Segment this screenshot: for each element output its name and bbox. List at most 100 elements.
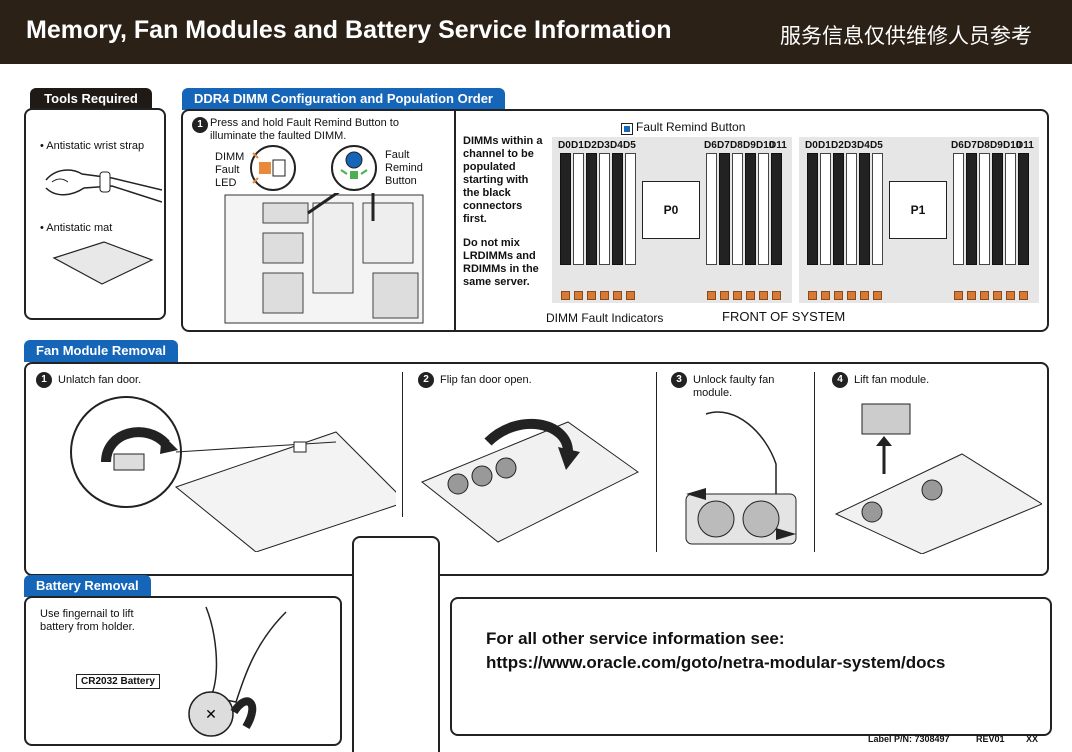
fan-panel: 1 Unlatch fan door. 2 Flip fan door open… (24, 362, 1049, 576)
dimm-slot-d1 (573, 153, 584, 265)
dimm-slot-d5 (625, 153, 636, 265)
dimm-fault-led-d10 (759, 291, 768, 300)
dimm-slot-d3 (599, 153, 610, 265)
dimm-slot-d4 (859, 153, 870, 265)
dimm-slot-d9 (992, 153, 1003, 265)
battery-panel: Use fingernail to lift battery from hold… (24, 596, 342, 746)
dimm-fault-indicators-label: DIMM Fault Indicators (546, 311, 664, 325)
dimm-slot-label-d7: D7 (964, 140, 977, 151)
dimm-slot-label-d1: D1 (571, 140, 584, 151)
dimm-slot-d5 (872, 153, 883, 265)
dimm-fault-led-d8 (733, 291, 742, 300)
dimm-fault-led-d1 (821, 291, 830, 300)
dimm-slot-d0 (560, 153, 571, 265)
fault-remind-legend-label: Fault Remind Button (636, 120, 746, 134)
page-title-chinese: 服务信息仅供维修人员参考 (780, 24, 1032, 48)
fan-tab: Fan Module Removal (24, 340, 179, 362)
dimm-slot-d2 (586, 153, 597, 265)
dimm-slot-d7 (719, 153, 730, 265)
dimm-slot-label-d4: D4 (610, 140, 623, 151)
fault-led-callout-icon (250, 145, 296, 191)
dimm-slot-d3 (846, 153, 857, 265)
dimm-slot-d8 (979, 153, 990, 265)
fan-step-3-number: 3 (671, 372, 687, 388)
dimm-slot-label-d2: D2 (584, 140, 597, 151)
dimm-slot-d9 (745, 153, 756, 265)
dimm-fault-led-d11 (772, 291, 781, 300)
dimm-fault-led-label: DIMM Fault LED (215, 151, 245, 189)
battery-instruction: Use fingernail to lift battery from hold… (40, 608, 135, 633)
dimm-slot-label-d2: D2 (831, 140, 844, 151)
fan-step-2-number: 2 (418, 372, 434, 388)
dimm-slot-label-d3: D3 (844, 140, 857, 151)
footer-xx: XX (1026, 734, 1039, 744)
dimm-slot-label-d8: D8 (730, 140, 743, 151)
svg-text:✕: ✕ (205, 706, 217, 722)
fan-step-2-text: Flip fan door open. (440, 374, 532, 386)
dimm-fault-led-d6 (954, 291, 963, 300)
cpu0-label: P0 (642, 181, 700, 239)
dimm-slot-d1 (820, 153, 831, 265)
dimm-slot-label-d11: D11 (1016, 140, 1034, 151)
footer-part-number: Label P/N: 7308497 (868, 734, 950, 744)
fan-divider-1 (402, 372, 403, 517)
fan-divider-3 (814, 372, 815, 552)
dimm-fault-led-d4 (613, 291, 622, 300)
dimm-slot-label-d6: D6 (951, 140, 964, 151)
dimm-fault-led-d11 (1019, 291, 1028, 300)
unlatch-fan-door-illustration (70, 396, 396, 552)
dimm-slot-d10 (758, 153, 769, 265)
dimm-slot-label-d4: D4 (857, 140, 870, 151)
dimm-slot-label-d0: D0 (805, 140, 818, 151)
dimm-slot-label-d0: D0 (558, 140, 571, 151)
dimm-slot-label-d5: D5 (870, 140, 883, 151)
dimm-slot-d8 (732, 153, 743, 265)
antistatic-mat-icon (52, 241, 154, 285)
dimm-fault-led-d5 (626, 291, 635, 300)
info-heading: For all other service information see: (486, 629, 785, 648)
dimm-panel: 1 Press and hold Fault Remind Button to … (181, 109, 1049, 332)
fan-step-3-text: Unlock faulty fan module. (693, 374, 775, 399)
tools-panel: • Antistatic wrist strap • Antistatic ma… (24, 108, 166, 320)
dimm-slot-label-d11: D11 (769, 140, 787, 151)
dimm-slot-label-d10: D10 (1003, 140, 1022, 151)
dimm-fault-led-d5 (873, 291, 882, 300)
fan-divider-2 (656, 372, 657, 552)
fan-step-4-text: Lift fan module. (854, 374, 930, 386)
info-url-link[interactable]: https://www.oracle.com/goto/netra-modula… (486, 653, 946, 672)
dimm-fault-led-d3 (600, 291, 609, 300)
dimm-slot-label-d9: D9 (743, 140, 756, 151)
front-of-system-label: FRONT OF SYSTEM (722, 309, 846, 324)
fault-remind-button-callout-icon (331, 145, 377, 191)
dimm-slot-label-d1: D1 (818, 140, 831, 151)
footer-revision: REV01 (976, 734, 1005, 744)
header-bar: Memory, Fan Modules and Battery Service … (0, 0, 1072, 64)
dimm-slot-d6 (953, 153, 964, 265)
tools-tab: Tools Required (30, 88, 152, 110)
battery-tab: Battery Removal (24, 575, 151, 597)
cpu1-label: P1 (889, 181, 947, 239)
tool-item-wrist-strap: • Antistatic wrist strap (40, 140, 145, 152)
dimm-fault-led-d7 (720, 291, 729, 300)
battery-removal-illustration: ✕ (188, 606, 287, 737)
page-title: Memory, Fan Modules and Battery Service … (26, 16, 672, 44)
dimm-step-1-text: Press and hold Fault Remind Button to il… (210, 117, 399, 142)
dimm-slot-d10 (1005, 153, 1016, 265)
flip-fan-door-illustration (421, 418, 639, 543)
dimm-slot-d7 (966, 153, 977, 265)
dimm-slot-d0 (807, 153, 818, 265)
dimm-slot-label-d3: D3 (597, 140, 610, 151)
dimm-fault-led-d0 (561, 291, 570, 300)
dimm-tab: DDR4 DIMM Configuration and Population O… (182, 88, 505, 110)
dimm-fault-led-d10 (1006, 291, 1015, 300)
dimm-slot-label-d5: D5 (623, 140, 636, 151)
dimm-slot-d11 (771, 153, 782, 265)
dimm-fault-led-d6 (707, 291, 716, 300)
dimm-fault-led-d3 (847, 291, 856, 300)
dimm-fault-led-d1 (574, 291, 583, 300)
dimm-fault-led-d9 (746, 291, 755, 300)
dimm-slot-label-d6: D6 (704, 140, 717, 151)
dimm-fault-led-d7 (967, 291, 976, 300)
wrist-strap-icon (45, 169, 162, 203)
